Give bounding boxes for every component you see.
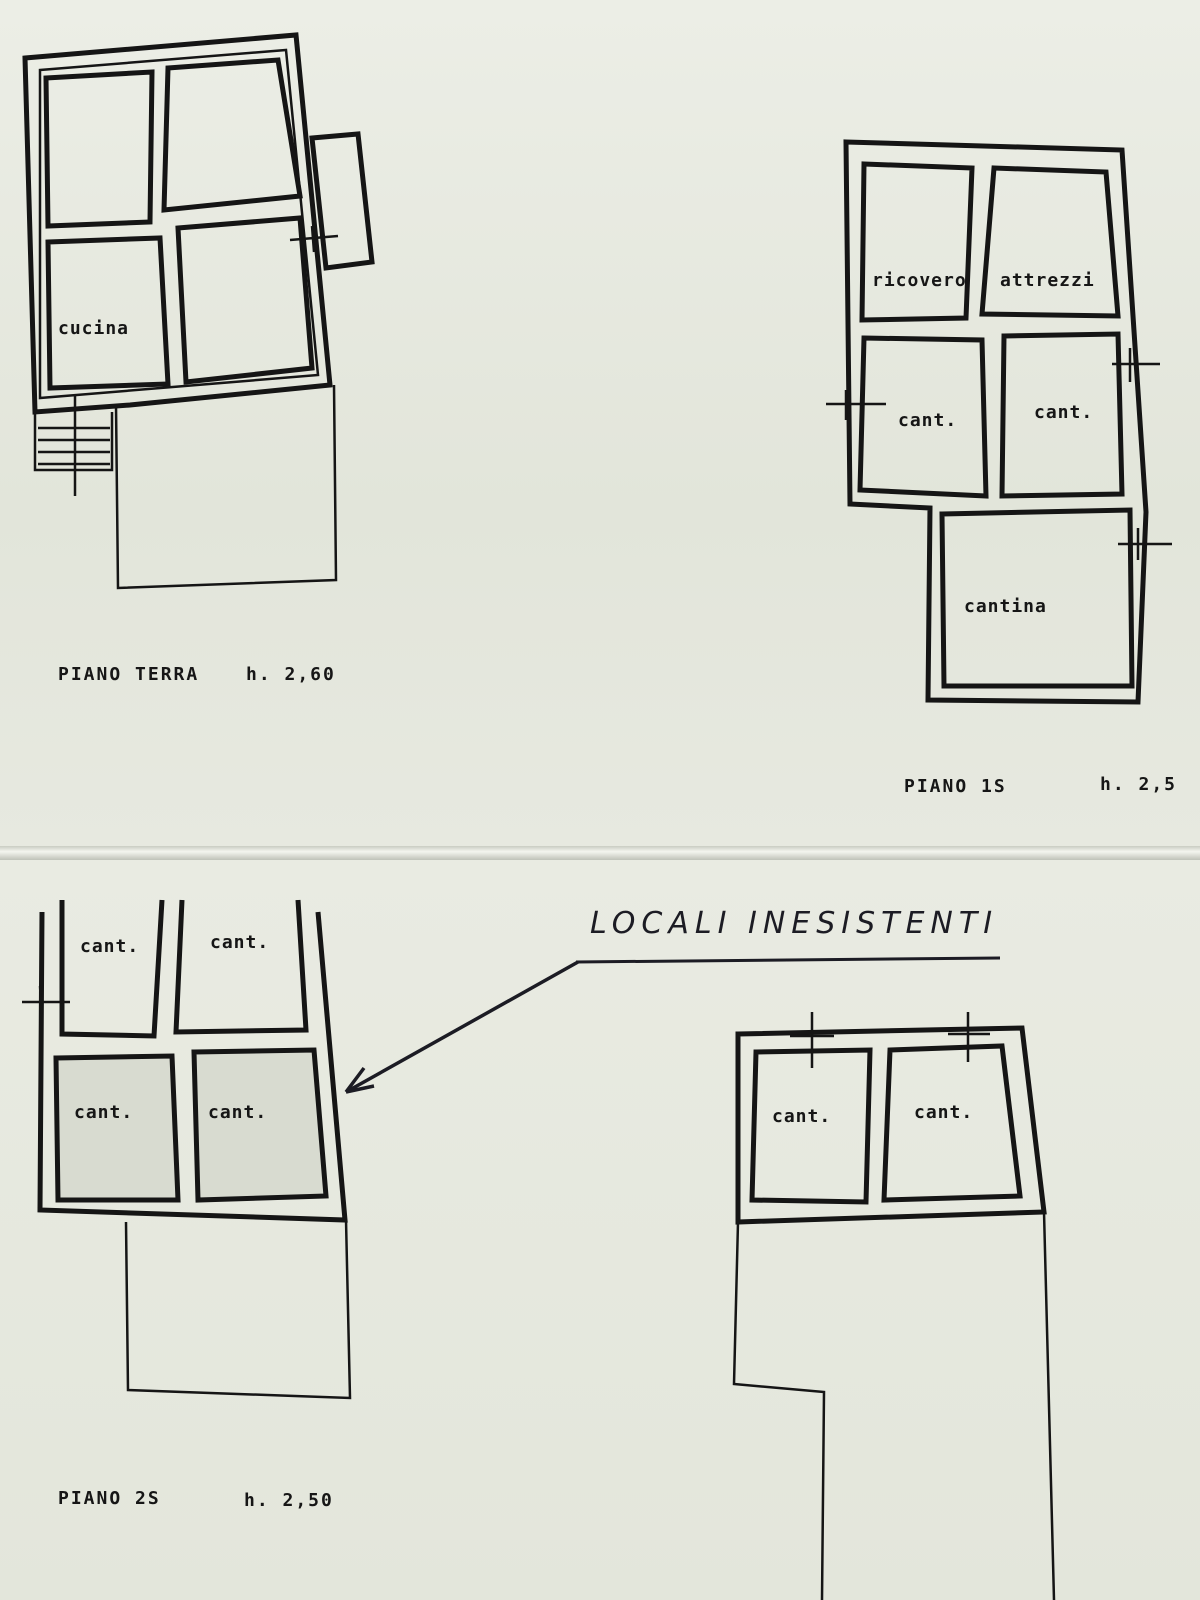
ground-floor-room-2 (161, 57, 303, 213)
second-floor-room-cant-4 (191, 1047, 329, 1203)
second-floor-courtyard (124, 1219, 352, 1400)
right-block-room-cant-right (881, 1043, 1023, 1203)
second-floor-room-cant-3-shade (56, 1056, 178, 1200)
room-label-cant-second-3: cant. (74, 1102, 134, 1123)
room-label-cant-first-left: cant. (898, 410, 958, 431)
first-floor-room-ricovero (859, 161, 975, 323)
second-floor-height: h. 2,50 (244, 1490, 334, 1511)
room-label-cant-second-4: cant. (208, 1102, 268, 1123)
second-floor-door-mark (22, 985, 70, 1019)
first-floor-caption: PIANO 1S (904, 776, 1007, 797)
annotation-underline (575, 956, 1001, 964)
second-floor-room-cant-3 (53, 1053, 181, 1203)
sheet-seam (0, 846, 1200, 860)
ground-floor-door-mark (289, 225, 339, 253)
room-label-cant-second-2: cant. (210, 932, 270, 953)
room-label-cant-second-1: cant. (80, 936, 140, 957)
ground-floor-inner-outline (38, 48, 320, 400)
right-block-plan (732, 1012, 1056, 1600)
ground-floor-outer-wall (22, 32, 333, 415)
first-floor-door-mark-2 (1112, 348, 1160, 382)
right-block-courtyard (732, 1211, 1056, 1600)
annotation-text: LOCALI INESISTENTI (590, 906, 999, 941)
room-label-cant-right-block-2: cant. (914, 1102, 974, 1123)
ground-floor-plan (22, 32, 375, 590)
room-label-cant-right-block-1: cant. (772, 1106, 832, 1127)
ground-floor-stairs (33, 412, 114, 472)
first-floor-room-cantina (939, 507, 1135, 689)
ground-floor-caption: PIANO TERRA (58, 664, 200, 685)
room-label-attrezzi: attrezzi (1000, 270, 1095, 291)
right-block-door-mark-2 (948, 1012, 990, 1062)
room-label-cantina: cantina (964, 596, 1047, 617)
first-floor-plan (826, 139, 1172, 705)
second-floor-room-cant-2 (173, 899, 309, 1035)
ground-floor-room-4 (175, 215, 315, 385)
first-floor-outer-wall (843, 139, 1149, 705)
second-floor-outer-wall (37, 911, 348, 1223)
ground-floor-kitchen (45, 235, 171, 391)
first-floor-door-mark-3 (1118, 528, 1172, 560)
first-floor-room-attrezzi (979, 165, 1121, 319)
top-sheet (0, 0, 1200, 848)
room-label-cant-first-right: cant. (1034, 402, 1094, 423)
annotation-arrow (344, 956, 1001, 1094)
right-block-room-cant-left (749, 1047, 873, 1205)
ground-floor-height: h. 2,60 (246, 664, 336, 685)
room-label-ricovero: ricovero (872, 270, 967, 291)
second-floor-room-cant-4-shade (194, 1050, 326, 1200)
annotation-arrow-line (345, 960, 579, 1094)
second-floor-plan (22, 899, 352, 1400)
first-floor-height: h. 2,5 (1100, 774, 1178, 795)
first-floor-door-mark-1 (826, 390, 886, 420)
first-floor-room-cant-right (999, 331, 1125, 499)
bottom-sheet (0, 858, 1200, 1600)
second-floor-room-cant-1 (59, 899, 165, 1039)
annotation-arrowhead (344, 1066, 375, 1094)
ground-floor-annex (309, 131, 375, 271)
first-floor-room-cant-left (857, 335, 989, 499)
room-label-cucina: cucina (58, 318, 130, 339)
second-floor-caption: PIANO 2S (58, 1488, 161, 1509)
ground-floor-room-1 (43, 69, 155, 229)
right-block-door-mark-1 (790, 1012, 834, 1068)
ground-floor-courtyard (114, 384, 338, 590)
